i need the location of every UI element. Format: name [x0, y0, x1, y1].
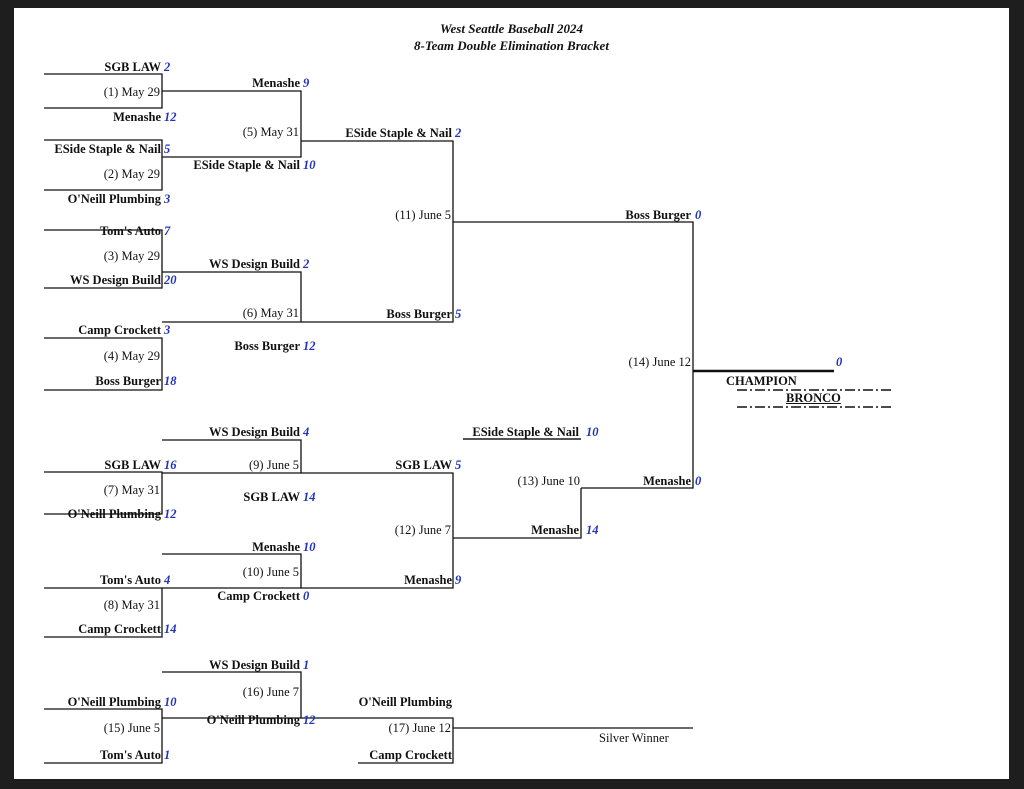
team-name: ESide Staple & Nail — [472, 425, 579, 439]
bracket-title: West Seattle Baseball 2024 — [439, 21, 584, 36]
team-name: O'Neill Plumbing — [206, 713, 300, 727]
team-score: 0 — [695, 474, 702, 488]
game-label: (7) May 31 — [103, 483, 160, 497]
team-name: WS Design Build — [208, 658, 300, 672]
team-name: Tom's Auto — [99, 573, 161, 587]
team-score: 2 — [164, 60, 171, 74]
team-name: Menashe — [252, 540, 300, 554]
team-name: SGB LAW — [395, 458, 452, 472]
bracket-subtitle: 8-Team Double Elimination Bracket — [414, 38, 609, 53]
team-score: 14 — [164, 622, 177, 636]
game-label: (5) May 31 — [242, 125, 299, 139]
game-label: (10) June 5 — [242, 565, 299, 579]
team-name: Camp Crockett — [78, 622, 161, 636]
team-name: Camp Crockett — [78, 323, 161, 337]
team-score: 9 — [303, 76, 310, 90]
game-label: (4) May 29 — [103, 349, 160, 363]
team-score: 12 — [303, 339, 316, 353]
team-score: 10 — [303, 158, 316, 172]
game-label: (15) June 5 — [103, 721, 160, 735]
team-name: Boss Burger — [95, 374, 161, 388]
game-label: (1) May 29 — [103, 85, 160, 99]
champion-label: CHAMPION — [726, 374, 797, 388]
game-label: (16) June 7 — [242, 685, 299, 699]
team-name: SGB LAW — [243, 490, 300, 504]
bracket-sheet: West Seattle Baseball 2024 8-Team Double… — [14, 8, 1009, 779]
team-score: 14 — [586, 523, 599, 537]
team-name: Menashe — [404, 573, 452, 587]
team-score: 4 — [164, 573, 171, 587]
team-score: 10 — [303, 540, 316, 554]
game-label: (12) June 7 — [394, 523, 451, 537]
game-label: (2) May 29 — [103, 167, 160, 181]
team-score: 9 — [455, 573, 462, 587]
team-score: 3 — [164, 192, 171, 206]
team-score: 5 — [455, 307, 462, 321]
team-score: 14 — [303, 490, 316, 504]
team-name: Menashe — [643, 474, 691, 488]
team-score: 1 — [303, 658, 310, 672]
game-label: (17) June 12 — [388, 721, 452, 735]
team-name: O'Neill Plumbing — [67, 695, 161, 709]
team-score: 2 — [303, 257, 310, 271]
team-name: Boss Burger — [386, 307, 452, 321]
team-score: 2 — [455, 126, 462, 140]
team-name: Camp Crockett — [217, 589, 300, 603]
game-label: (14) June 12 — [628, 355, 692, 369]
team-name: ESide Staple & Nail — [54, 142, 161, 156]
team-name: Menashe — [113, 110, 161, 124]
team-score: 12 — [164, 507, 177, 521]
game-label: (13) June 10 — [517, 474, 581, 488]
game-label: (11) June 5 — [395, 208, 451, 222]
team-score: 12 — [303, 713, 316, 727]
team-score: 0 — [303, 589, 310, 603]
team-score: 5 — [164, 142, 171, 156]
team-name: Boss Burger — [625, 208, 691, 222]
bracket-lines — [44, 73, 892, 764]
team-name: Menashe — [252, 76, 300, 90]
team-score: 20 — [164, 273, 177, 287]
game-label: (3) May 29 — [103, 249, 160, 263]
team-score: 1 — [164, 748, 171, 762]
team-name: Boss Burger — [234, 339, 300, 353]
team-score: 12 — [164, 110, 177, 124]
team-name: O'Neill Plumbing — [358, 695, 452, 709]
team-name: WS Design Build — [69, 273, 161, 287]
team-score: 4 — [303, 425, 310, 439]
team-name: SGB LAW — [104, 60, 161, 74]
team-name: SGB LAW — [104, 458, 161, 472]
team-name: ESide Staple & Nail — [345, 126, 452, 140]
game-label: (8) May 31 — [103, 598, 160, 612]
team-name: WS Design Build — [208, 257, 300, 271]
bronco-label: BRONCO — [786, 391, 841, 405]
team-score: 3 — [164, 323, 171, 337]
team-score: 10 — [164, 695, 177, 709]
team-name: Menashe — [531, 523, 579, 537]
team-name: WS Design Build — [208, 425, 300, 439]
game-label: (9) June 5 — [249, 458, 299, 472]
team-name: O'Neill Plumbing — [67, 507, 161, 521]
team-name: O'Neill Plumbing — [67, 192, 161, 206]
team-name: Tom's Auto — [99, 224, 161, 238]
team-score: 5 — [455, 458, 462, 472]
team-score: 18 — [164, 374, 177, 388]
team-score: 10 — [586, 425, 599, 439]
team-score: 7 — [164, 224, 171, 238]
team-name: ESide Staple & Nail — [193, 158, 300, 172]
team-name: Camp Crockett — [369, 748, 452, 762]
game-label: (6) May 31 — [242, 306, 299, 320]
team-name: Tom's Auto — [99, 748, 161, 762]
silver-winner-label: Silver Winner — [599, 731, 669, 745]
champion-score: 0 — [836, 355, 843, 369]
team-score: 16 — [164, 458, 177, 472]
team-score: 0 — [695, 208, 702, 222]
